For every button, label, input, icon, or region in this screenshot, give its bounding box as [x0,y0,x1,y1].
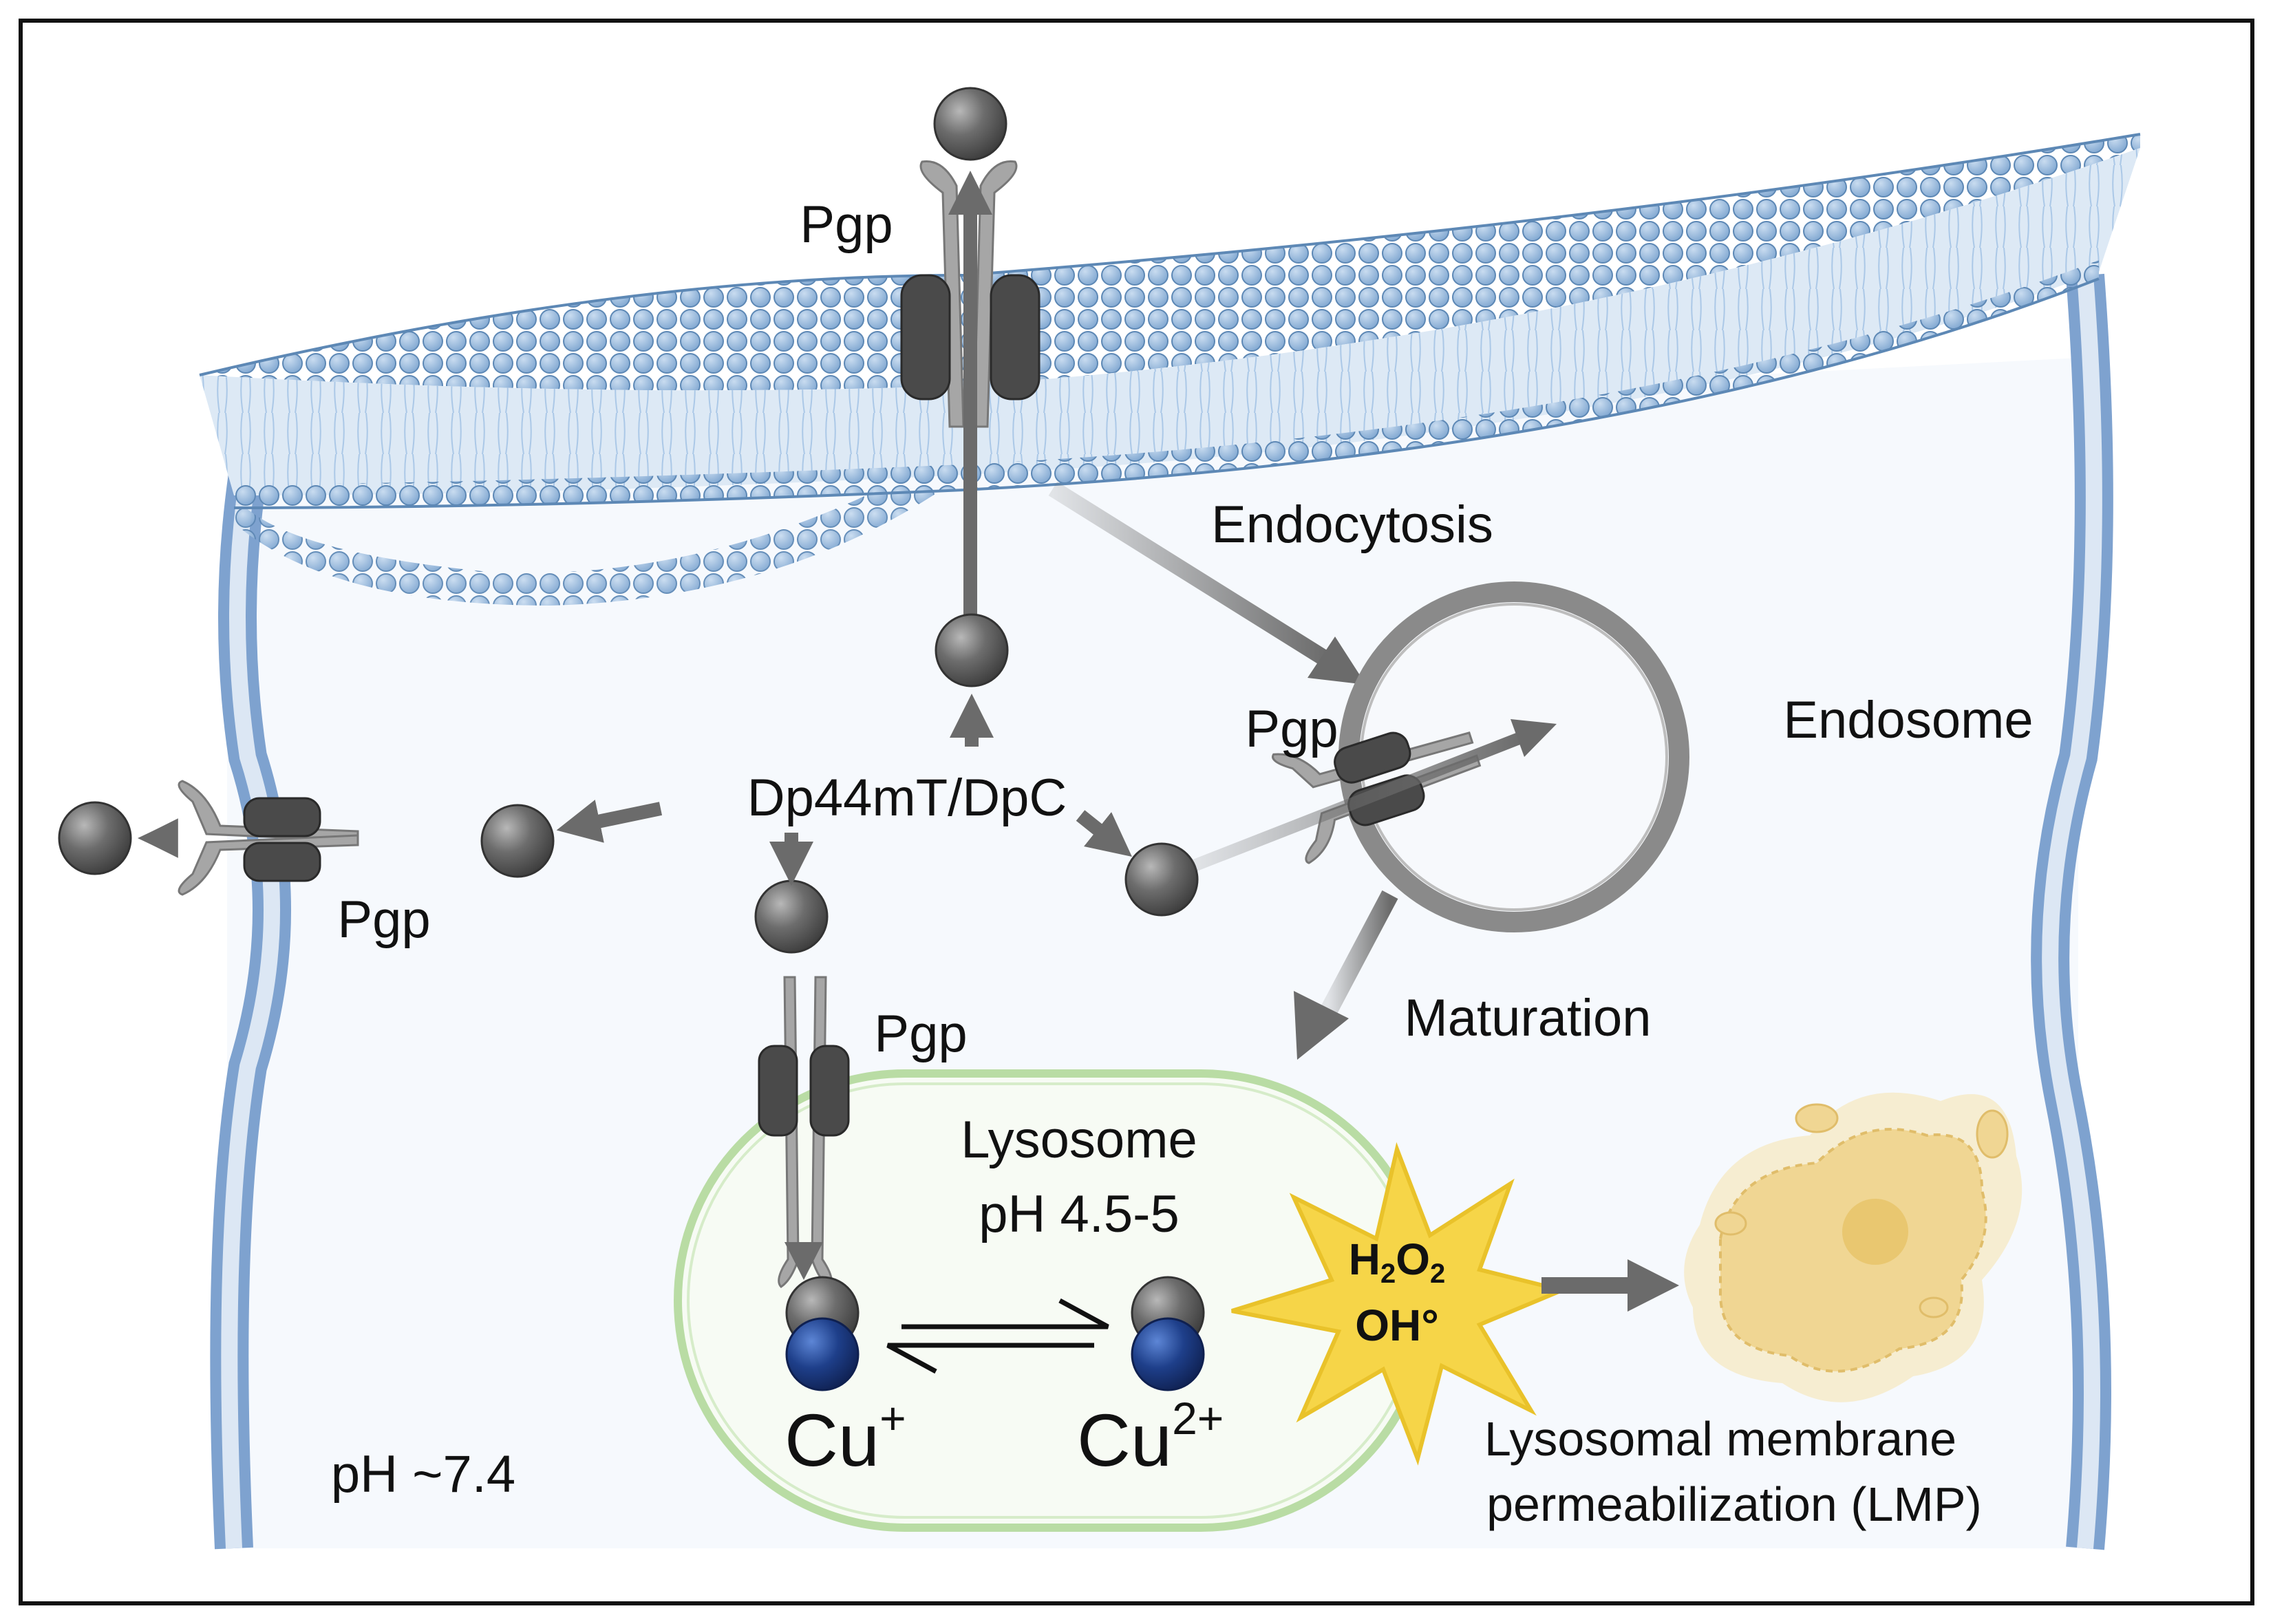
pgp-lysosome-body-right [809,1045,850,1137]
cell-wall-right-inner [2042,275,2102,1550]
ros-h2o2-label: H2O2 [1349,1235,1446,1289]
damaged-lysosome-fragment-1 [1714,1211,1747,1236]
ros-hydroxyl-label: OH° [1355,1301,1439,1350]
damaged-lysosome-fragment-4 [1795,1103,1839,1133]
lysosome-label-line1: Lysosome [961,1111,1197,1169]
cell-wall-left-inner [221,473,280,1549]
drug-label: Dp44mT/DpC [747,769,1067,827]
membrane-front-leaflet [234,475,963,606]
arrow-drug-right [1076,810,1132,857]
arrow-pgp-left-head [138,820,175,856]
lmp-label-line1: Lysosomal membrane [1484,1412,1956,1466]
cytosol-ph-label: pH ~7.4 [331,1445,515,1504]
damaged-lysosome [1684,1092,2023,1402]
ros-starburst [1231,1142,1569,1466]
arrow-pgp-lysosome-head [785,1242,823,1280]
cu2-label: Cu2+ [1077,1393,1224,1482]
ros-h2o2-h: H [1349,1235,1380,1284]
lmp-label-line2: permeabilization (LMP) [1486,1477,1982,1531]
arrow-pgp-endosome-influx [1191,730,1527,872]
drug-sphere-extracellular [933,87,1007,161]
cu1-label-base: Cu [785,1398,879,1482]
maturation-label: Maturation [1404,989,1651,1047]
arrow-drug-left [556,800,663,843]
arrow-maturation [1320,890,1398,1016]
arrow-maturation-head [1294,991,1349,1060]
arrow-pgp-endosome-head [1511,719,1557,757]
cu2-label-base: Cu [1077,1398,1172,1482]
pgp-left-arm-top [178,780,359,842]
endocytosis-label: Endocytosis [1211,495,1493,554]
lysosome-label-line2: pH 4.5-5 [979,1185,1180,1243]
arrow-endocytosis-head [1308,637,1366,685]
copper-sphere-cu1 [785,1317,860,1391]
drug-sphere-left-effluxed [58,801,132,875]
equilibrium-arrow-forward [901,1298,1109,1329]
arrow-endocytosis [1048,481,1333,668]
membrane-edge-bottom [233,277,2100,509]
drug-sphere-below-membrane [935,613,1009,687]
pgp-endosome-body-top [1334,731,1411,784]
arrow-ros-to-lmp-head [1628,1259,1679,1312]
damaged-lysosome-fragment-2 [1976,1109,2009,1159]
ros-h2o2-sub1: 2 [1380,1259,1396,1289]
pgp-lysosome-body-left [758,1045,798,1137]
drug-sphere-left-cytosol [480,804,555,878]
equilibrium-arrow-reverse [886,1343,1094,1374]
membrane-top-surface [200,134,2140,391]
membrane-edge-top [199,133,2141,376]
pgp-top-body-right [990,274,1041,400]
pgp-left-label: Pgp [337,890,430,949]
membrane-bottom-heads [234,260,2099,508]
pgp-left-body-top [243,797,321,837]
pgp-left-body-bottom [243,842,321,882]
pgp-top-body-left [900,274,951,400]
endosome-label: Endosome [1783,691,2033,749]
plasma-membrane [199,133,2141,606]
cu1-label-sup: + [879,1393,906,1444]
membrane-tails-texture [200,148,2140,495]
cu1-label: Cu+ [785,1393,906,1482]
cu2-label-sup: 2+ [1172,1393,1224,1444]
ros-h2o2-sub2: 2 [1430,1259,1445,1289]
drug-sphere-right-cytosol [1124,842,1199,917]
ros-h2o2-o: O [1396,1235,1430,1284]
pgp-endosome-label: Pgp [1245,700,1338,758]
pgp-lysosome-label: Pgp [874,1005,967,1063]
pgp-top-label: Pgp [800,195,893,254]
drug-sphere-center [754,879,829,954]
damaged-lysosome-core [1842,1199,1908,1265]
damaged-lysosome-fragment-3 [1919,1296,1949,1318]
copper-sphere-cu2 [1131,1317,1205,1391]
pgp-top-transporter [900,160,1041,428]
